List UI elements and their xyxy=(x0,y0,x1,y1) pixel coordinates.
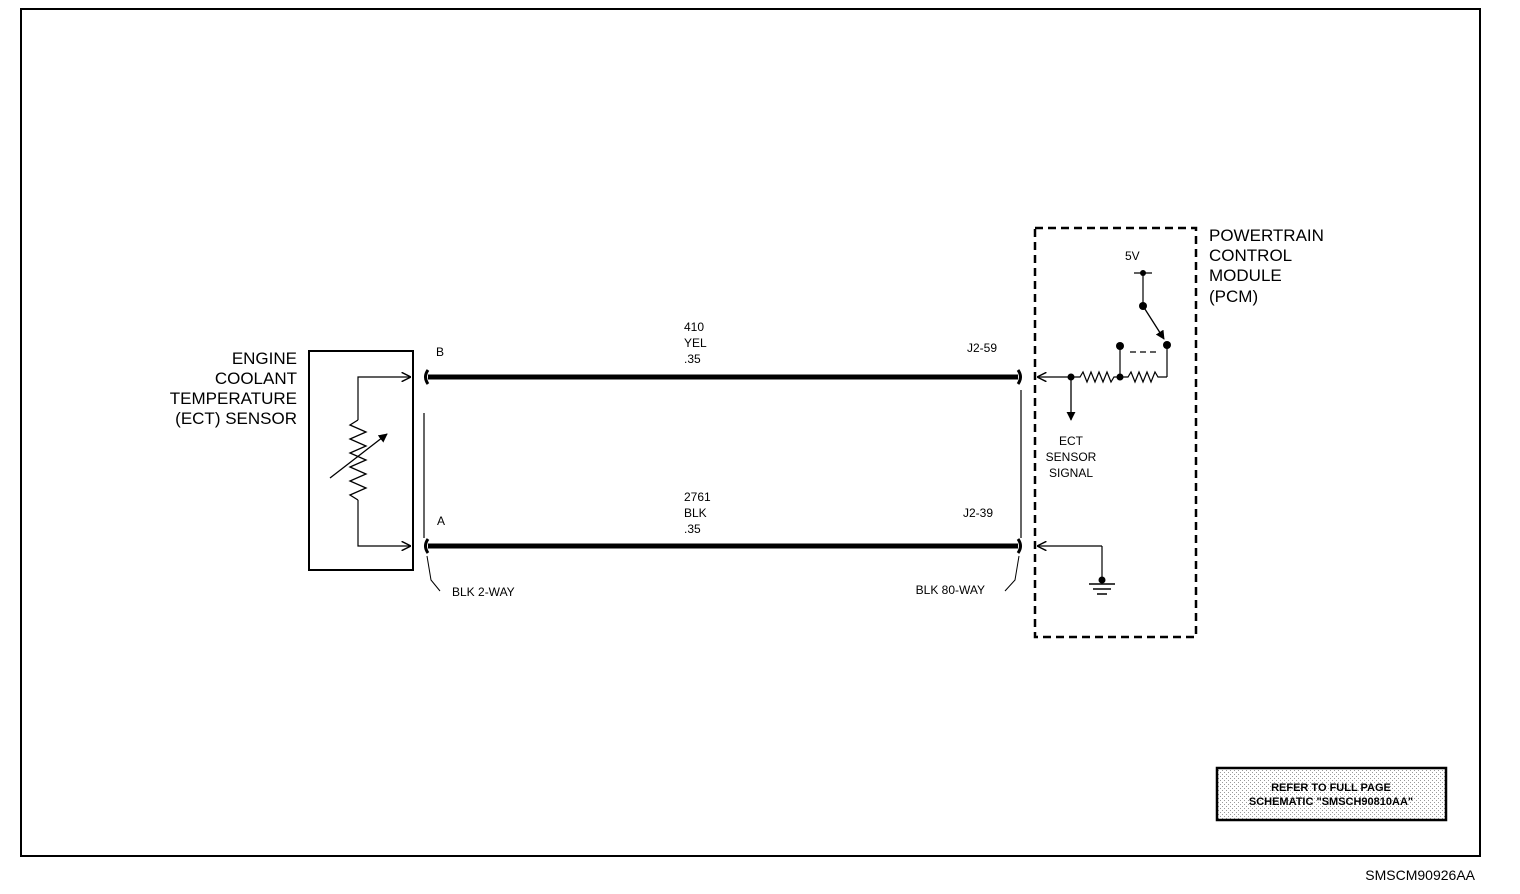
sensor-pin-b: B xyxy=(436,345,444,359)
ground-icon xyxy=(1089,583,1115,595)
sensor-pin-a: A xyxy=(437,514,445,528)
sensor-name-line-2: COOLANT xyxy=(215,369,297,388)
wire-1-circuit: 410 xyxy=(684,320,704,334)
supply-label: 5V xyxy=(1125,249,1140,263)
page-frame xyxy=(20,8,1481,857)
wire-1-gauge: .35 xyxy=(684,352,701,366)
wire-2-pcm-pin: J2-39 xyxy=(963,506,993,520)
switch-arm xyxy=(1142,305,1165,340)
signal-label-line-1: ECT xyxy=(1059,434,1084,448)
pcm-box xyxy=(1033,226,1198,639)
thermistor-resistor xyxy=(348,419,368,501)
pcm-label: POWERTRAIN CONTROL MODULE (PCM) xyxy=(1209,226,1324,306)
signal-label-line-2: SENSOR xyxy=(1046,450,1097,464)
reference-box: REFER TO FULL PAGE SCHEMATIC "SMSCH90810… xyxy=(1215,766,1448,822)
pcm-name-line-4: (PCM) xyxy=(1209,287,1258,306)
resistor-2 xyxy=(1120,370,1167,384)
sensor-box xyxy=(308,350,414,571)
wire-2-color: BLK xyxy=(684,506,707,520)
wire-2-circuit: 2761 xyxy=(684,490,711,504)
pcm-name-line-2: CONTROL xyxy=(1209,246,1292,265)
sensor-name-line-1: ENGINE xyxy=(232,349,297,368)
signal-label-line-3: SIGNAL xyxy=(1049,466,1093,480)
ect-sensor xyxy=(308,350,414,571)
wire-2-gauge: .35 xyxy=(684,522,701,536)
pcm-name-line-1: POWERTRAIN xyxy=(1209,226,1324,245)
ground-circuit xyxy=(1038,546,1115,595)
variable-arrow-icon xyxy=(329,433,388,479)
sensor-lead-top xyxy=(357,377,410,420)
ect-sensor-label: ENGINE COOLANT TEMPERATURE (ECT) SENSOR xyxy=(170,349,297,428)
reference-line-2: SCHEMATIC "SMSCH90810AA" xyxy=(1249,796,1413,808)
resistor-1 xyxy=(1071,370,1120,384)
sensor-name-line-4: (ECT) SENSOR xyxy=(175,409,297,428)
pcm-connector-label: BLK 80-WAY xyxy=(916,583,985,597)
wire-1-color: YEL xyxy=(684,336,707,350)
pcm-name-line-3: MODULE xyxy=(1209,266,1282,285)
figure-code: SMSCM90926AA xyxy=(1365,867,1475,883)
reference-line-1: REFER TO FULL PAGE xyxy=(1271,782,1391,794)
sensor-lead-bottom xyxy=(357,500,410,546)
pull-up-circuit xyxy=(1038,270,1171,421)
pcm-connector xyxy=(1004,369,1022,592)
sensor-name-line-3: TEMPERATURE xyxy=(170,389,297,408)
sensor-connector xyxy=(423,369,441,592)
sensor-connector-label: BLK 2-WAY xyxy=(452,585,515,599)
wire-1-pcm-pin: J2-59 xyxy=(967,341,997,355)
